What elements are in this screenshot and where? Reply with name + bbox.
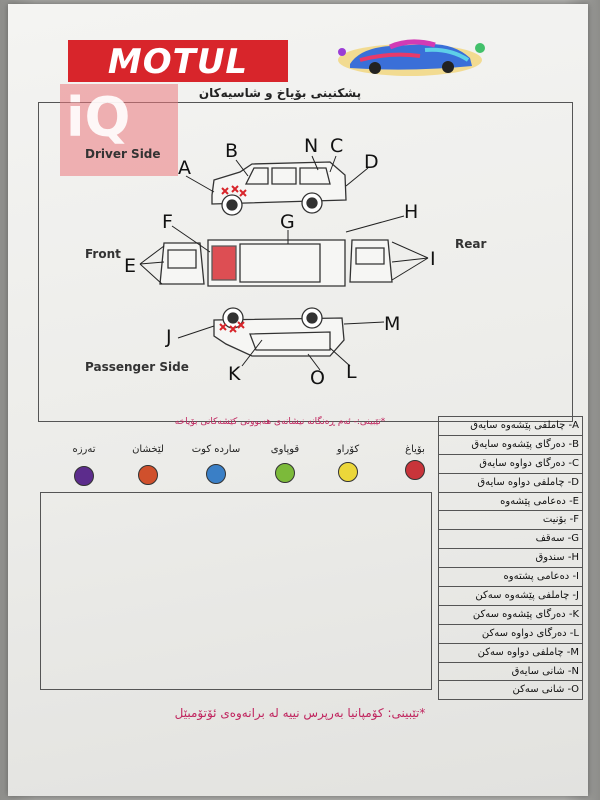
legend-dot-faded bbox=[338, 462, 358, 482]
legend-label-scratch: لێخشان bbox=[132, 444, 164, 455]
marker-m: M bbox=[384, 313, 401, 335]
part-item: D- چاملفی دواوە سایەق bbox=[439, 474, 582, 493]
legend-dot-cold-dent bbox=[206, 464, 226, 484]
color-legend-note: *تێبینی:- ئەم ڕەنگانە نیشانەی هەبوونی كێ… bbox=[174, 417, 386, 427]
part-item: B- دەرگای پێشەوە سایەق bbox=[439, 436, 582, 455]
legend-label-faded: كۆراو bbox=[336, 444, 360, 455]
part-item: F- بۆنیت bbox=[439, 511, 582, 531]
legend-dot-dent bbox=[275, 463, 295, 483]
part-item: C- دەرگای دواوە سایەق bbox=[439, 455, 582, 474]
marker-o: O bbox=[310, 367, 325, 389]
legend-dot-paint bbox=[405, 460, 425, 480]
marker-h: H bbox=[404, 201, 419, 223]
front-label: Front bbox=[85, 247, 121, 261]
part-item: O- شانی سەكن bbox=[439, 681, 582, 701]
marker-f: F bbox=[162, 211, 173, 233]
part-item: K- دەرگای پێشەوە سەكن bbox=[439, 606, 582, 625]
marker-d: D bbox=[364, 151, 379, 173]
legend-label-cold-dent: سارده كوت bbox=[191, 444, 241, 455]
part-item: A- چاملفی پێشەوە سایەق bbox=[439, 417, 582, 436]
part-item: M- چاملفی دواوە سەكن bbox=[439, 644, 582, 663]
part-item: N- شانی سایەق bbox=[439, 663, 582, 682]
part-item: L- دەرگای دواوە سەكن bbox=[439, 625, 582, 644]
part-item: E- دەعامی پێشەوە bbox=[439, 493, 582, 512]
part-item: I- دەعامی پشتەوە bbox=[439, 568, 582, 588]
marker-c: C bbox=[330, 135, 344, 157]
sports-car-illustration bbox=[338, 39, 485, 76]
passenger-side-label: Passenger Side bbox=[85, 360, 189, 374]
car-damage-diagram bbox=[38, 102, 573, 422]
notes-area[interactable] bbox=[40, 492, 432, 690]
footer-disclaimer: *تێبینی: كۆمپانیا بەرپرس نییە لە برانەوە… bbox=[174, 706, 426, 720]
driver-side-label: Driver Side bbox=[85, 147, 161, 161]
legend-label-dent: قوپاوی bbox=[270, 444, 300, 455]
part-item: G- سەقف bbox=[439, 530, 582, 550]
marker-i: I bbox=[430, 248, 436, 270]
marker-e: E bbox=[124, 255, 137, 277]
marker-l: L bbox=[346, 361, 357, 383]
marker-k: K bbox=[228, 363, 241, 385]
brand-text: MOTUL bbox=[107, 42, 249, 82]
marker-n: N bbox=[304, 135, 319, 157]
legend-label-hail: تەرزه bbox=[72, 444, 96, 455]
part-item: H- سندوق bbox=[439, 549, 582, 569]
marker-b: B bbox=[225, 140, 239, 162]
part-item: J- چاملفی پێشەوە سەكن bbox=[439, 587, 582, 606]
legend-label-paint: بۆیاغ bbox=[405, 444, 425, 455]
marker-g: G bbox=[280, 211, 295, 233]
legend-dot-hail bbox=[74, 466, 94, 486]
legend-dot-scratch bbox=[138, 465, 158, 485]
parts-list: A- چاملفی پێشەوە سایەق B- دەرگای پێشەوە … bbox=[438, 416, 583, 701]
form-subtitle: پشكنینی بۆیاخ و شاسیەكان bbox=[198, 86, 362, 100]
rear-label: Rear bbox=[455, 237, 487, 251]
motul-logo: MOTUL bbox=[68, 40, 288, 82]
marker-a: A bbox=[178, 157, 191, 179]
marker-j: J bbox=[166, 326, 172, 348]
iq-watermark: iQ bbox=[60, 84, 178, 176]
